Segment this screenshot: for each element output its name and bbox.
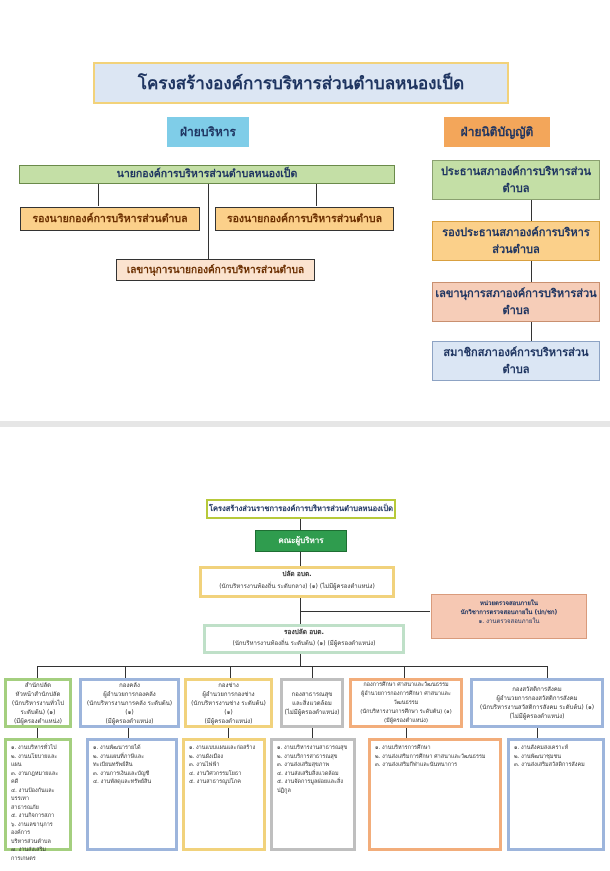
bottom-title: โครงสร้างส่วนราชการองค์การบริหารส่วนตำบล… [206,499,396,519]
legislative-branch-header: ฝ่ายนิติบัญญัติ [444,117,550,147]
connector [208,183,209,261]
dept-head-education: กองการศึกษา ศาสนาและวัฒนธรรม ผู้อำนวยการ… [349,678,463,728]
dept-tasks-public-health: ๑. งานบริหารงานสาธารณสุข ๒. งานบริการสาธ… [270,738,356,851]
mayor-box: นายกองค์การบริหารส่วนตำบลหนองเป็ด [19,165,395,184]
chief-admin-subtitle: (นักบริหารงานท้องถิ่น ระดับกลาง) (๑) (ไม… [219,582,375,590]
connector [300,654,301,666]
connector [300,519,301,530]
internal-audit-item: ๑. งานตรวจสอบภายใน [478,618,540,625]
connector [312,728,313,738]
deputy-chief-box: รองปลัด อบต. (นักบริหารงานท้องถิ่น ระดับ… [203,624,405,654]
dept-head-office: สำนักปลัด หัวหน้าสำนักปลัด (นักบริหารงาน… [4,678,72,728]
internal-audit-title: หน่วยตรวจสอบภายใน [480,600,538,607]
dept-tasks-office: ๑. งานบริหารทั่วไป ๒. งานนโยบายและแผน ๓.… [4,738,72,862]
deputy-chief-title: รองปลัด อบต. [284,628,324,636]
deputy-chief-subtitle: (นักบริหารงานท้องถิ่น ระดับต้น) (๑) (มีผ… [232,640,376,647]
dept-head-public-health: กองสาธารณสุข และสิ่งแวดล้อม (ไม่มีผู้ครอ… [280,678,344,728]
page-divider [0,421,610,427]
dept-tasks-engineering: ๑. งานแบบแผนและก่อสร้าง ๒. งานผังเมือง ๓… [182,738,266,851]
chief-admin-box: ปลัด อบต. (นักบริหารงานท้องถิ่น ระดับกลา… [199,566,395,598]
executives-box: คณะผู้บริหาร [255,530,347,552]
department-bus [37,666,547,667]
deputy-mayor-right-box: รองนายกองค์การบริหารส่วนตำบล [215,207,394,231]
council-members-box: สมาชิกสภาองค์การบริหารส่วนตำบล [432,341,600,381]
connector [537,728,538,738]
connector [228,728,229,738]
chief-admin-title: ปลัด อบต. [282,570,312,578]
connector [125,666,126,678]
connector [406,728,407,738]
connector [547,666,548,678]
executive-branch-header: ฝ่ายบริหาร [167,117,249,147]
connector [300,552,301,566]
dept-tasks-education: ๑. งานบริหารการศึกษา ๒. งานส่งเสริมการศึ… [368,738,502,851]
dept-head-social-welfare: กองสวัสดิการสังคม ผู้อำนวยการกองสวัสดิกา… [470,678,604,728]
connector [128,728,129,738]
council-president-box: ประธานสภาองค์การบริหารส่วนตำบล [432,160,600,200]
council-vice-president-box: รองประธานสภาองค์การบริหารส่วนตำบล [432,221,600,261]
council-secretary-box: เลขานุการสภาองค์การบริหารส่วนตำบล [432,282,600,322]
connector [312,666,313,678]
page-title: โครงสร้างองค์การบริหารส่วนตำบลหนองเป็ด [93,62,509,104]
connector [230,666,231,678]
dept-tasks-social-welfare: ๑. งานสังคมสงเคราะห์ ๒. งานพัฒนาชุมชน ๓.… [507,738,605,851]
dept-head-engineering: กองช่าง ผู้อำนวยการกองช่าง (นักบริหารงาน… [184,678,273,728]
connector [300,611,430,612]
connector [37,666,38,678]
deputy-mayor-left-box: รองนายกองค์การบริหารส่วนตำบล [20,207,200,231]
internal-audit-box: หน่วยตรวจสอบภายใน นักวิชาการตรวจสอบภายใน… [431,594,587,639]
connector [98,183,99,206]
connector [404,666,405,678]
connector [531,199,532,344]
dept-tasks-finance: ๑. งานพัฒนารายได้ ๒. งานแผนที่ภาษีและ ทะ… [86,738,178,851]
dept-head-finance: กองคลัง ผู้อำนวยการกองคลัง (นักบริหารงาน… [79,678,180,728]
connector [37,728,38,738]
connector [316,183,317,206]
internal-audit-subtitle: นักวิชาการตรวจสอบภายใน (ปก/ชก) [460,609,558,616]
mayor-secretary-box: เลขานุการนายกองค์การบริหารส่วนตำบล [116,259,315,281]
